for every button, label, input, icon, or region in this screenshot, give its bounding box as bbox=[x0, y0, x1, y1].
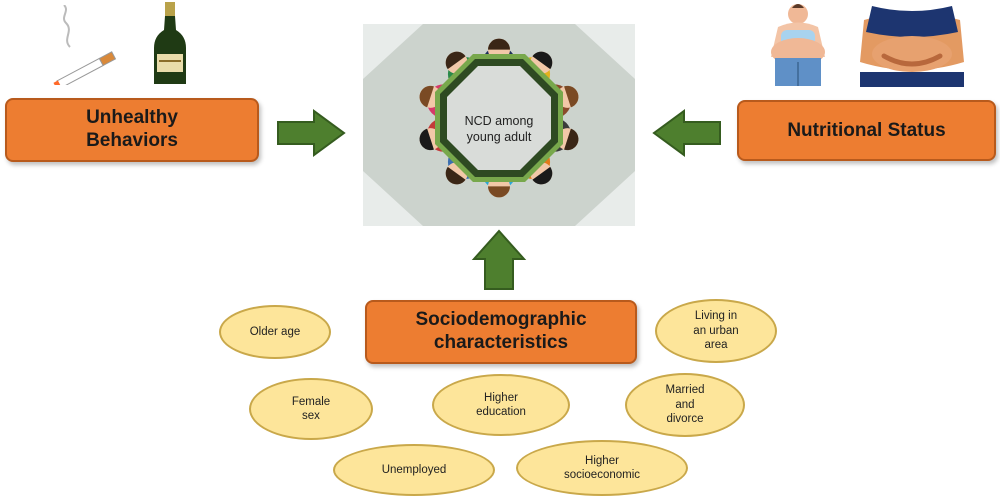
people-circle-icon bbox=[363, 24, 635, 226]
factor-older-age: Older age bbox=[219, 305, 331, 359]
wine-bottle-icon bbox=[154, 2, 186, 84]
unhealthy-behaviors-label: Unhealthy Behaviors bbox=[86, 107, 178, 151]
factor-unemployed: Unemployed bbox=[333, 444, 495, 496]
nutritional-status-box: Nutritional Status bbox=[737, 100, 996, 161]
factor-higher-socioeconomic: Higher socioeconomic bbox=[516, 440, 688, 496]
factor-urban-area: Living in an urban area bbox=[655, 299, 777, 363]
arrow-bottom-to-center bbox=[471, 229, 527, 290]
factor-female-sex: Female sex bbox=[249, 378, 373, 440]
arrow-left-to-center bbox=[277, 109, 346, 157]
sociodemographic-box: Sociodemographic characteristics bbox=[365, 300, 637, 364]
belly-icon bbox=[860, 6, 964, 87]
nutritional-status-label: Nutritional Status bbox=[787, 119, 946, 141]
factor-higher-education: Higher education bbox=[432, 374, 570, 436]
factor-married-divorce: Married and divorce bbox=[625, 373, 745, 437]
arrow-right-to-center bbox=[652, 109, 721, 157]
cigarette-icon bbox=[53, 5, 117, 85]
unhealthy-behaviors-box: Unhealthy Behaviors bbox=[5, 98, 259, 162]
center-title: NCD among young adult bbox=[464, 114, 534, 144]
overweight-woman-icon bbox=[771, 4, 825, 86]
sociodemographic-label: Sociodemographic characteristics bbox=[415, 309, 587, 353]
